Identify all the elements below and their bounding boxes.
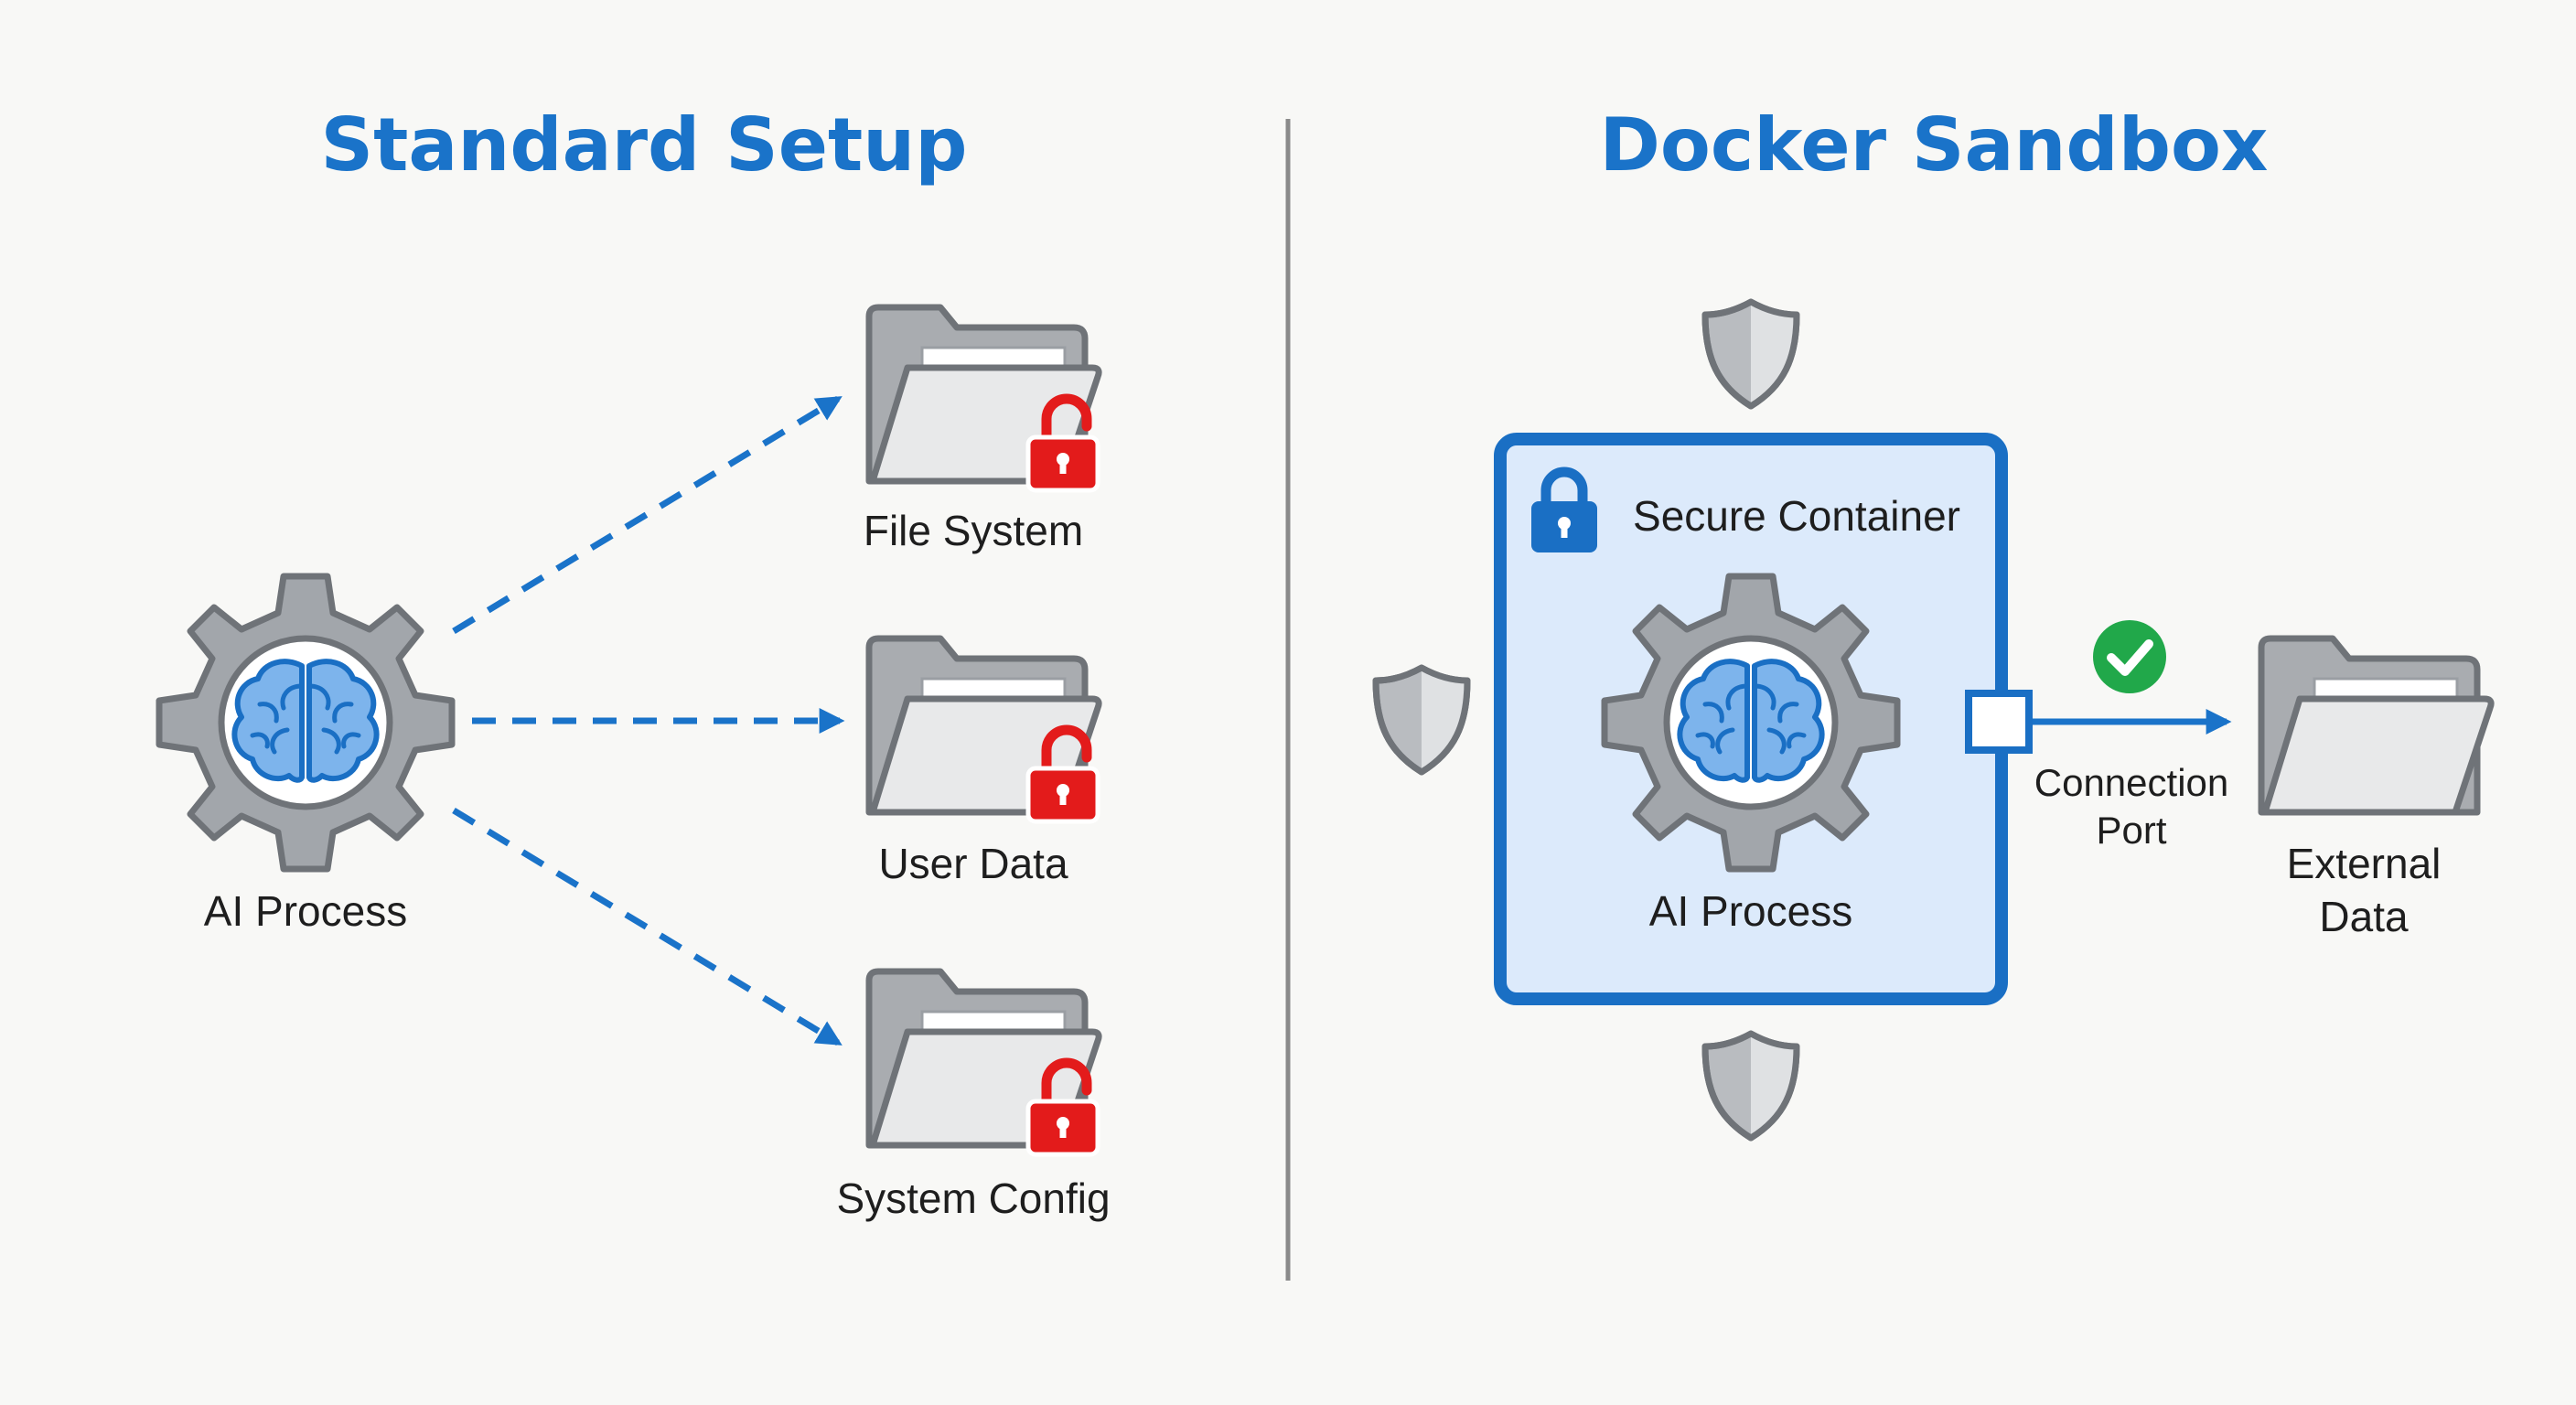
secure-container-label: Secure Container: [1633, 492, 1960, 540]
external-data-label-line2: Data: [2319, 893, 2409, 940]
shield-icon-bottom: [1705, 1034, 1797, 1138]
sandboxed-ai-process-label: AI Process: [1648, 887, 1853, 935]
shield-icon-left: [1376, 668, 1467, 772]
external-data-folder-icon: [2261, 638, 2491, 812]
user-data-label: User Data: [878, 840, 1068, 887]
access-arrow-system-config: [452, 808, 843, 1046]
access-arrow-file-system: [452, 396, 843, 634]
system-config-label: System Config: [836, 1174, 1111, 1222]
shield-icon-top: [1705, 302, 1797, 406]
docker-sandbox-title: Docker Sandbox: [1599, 102, 2269, 188]
container-padlock-icon: [1531, 467, 1597, 552]
connection-port-label-line1: Connection: [2034, 761, 2229, 804]
standard-setup-title: Standard Setup: [320, 102, 968, 188]
ai-process-gear-icon: [159, 576, 452, 869]
ai-process-label: AI Process: [203, 887, 408, 935]
external-data-label-line1: External: [2286, 840, 2442, 887]
connection-port-label-line2: Port: [2096, 809, 2167, 852]
checkmark-icon: [2093, 620, 2166, 693]
connection-port-square: [1965, 690, 2033, 754]
file-system-label: File System: [863, 507, 1084, 554]
sandboxed-ai-process-gear-icon: [1605, 576, 1897, 869]
